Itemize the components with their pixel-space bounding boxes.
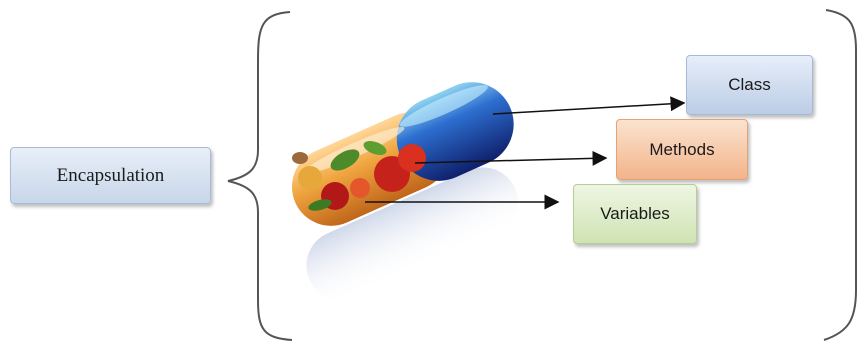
encapsulation-label: Encapsulation bbox=[57, 165, 165, 187]
variables-label: Variables bbox=[600, 204, 670, 224]
variables-box: Variables bbox=[573, 184, 697, 244]
methods-label: Methods bbox=[649, 140, 714, 160]
right-bracket bbox=[824, 10, 856, 340]
class-label: Class bbox=[728, 75, 771, 95]
left-brace bbox=[228, 12, 292, 340]
methods-box: Methods bbox=[616, 119, 748, 180]
class-box: Class bbox=[686, 55, 813, 115]
arrow-to-class bbox=[493, 103, 684, 114]
encapsulation-box: Encapsulation bbox=[10, 147, 211, 204]
